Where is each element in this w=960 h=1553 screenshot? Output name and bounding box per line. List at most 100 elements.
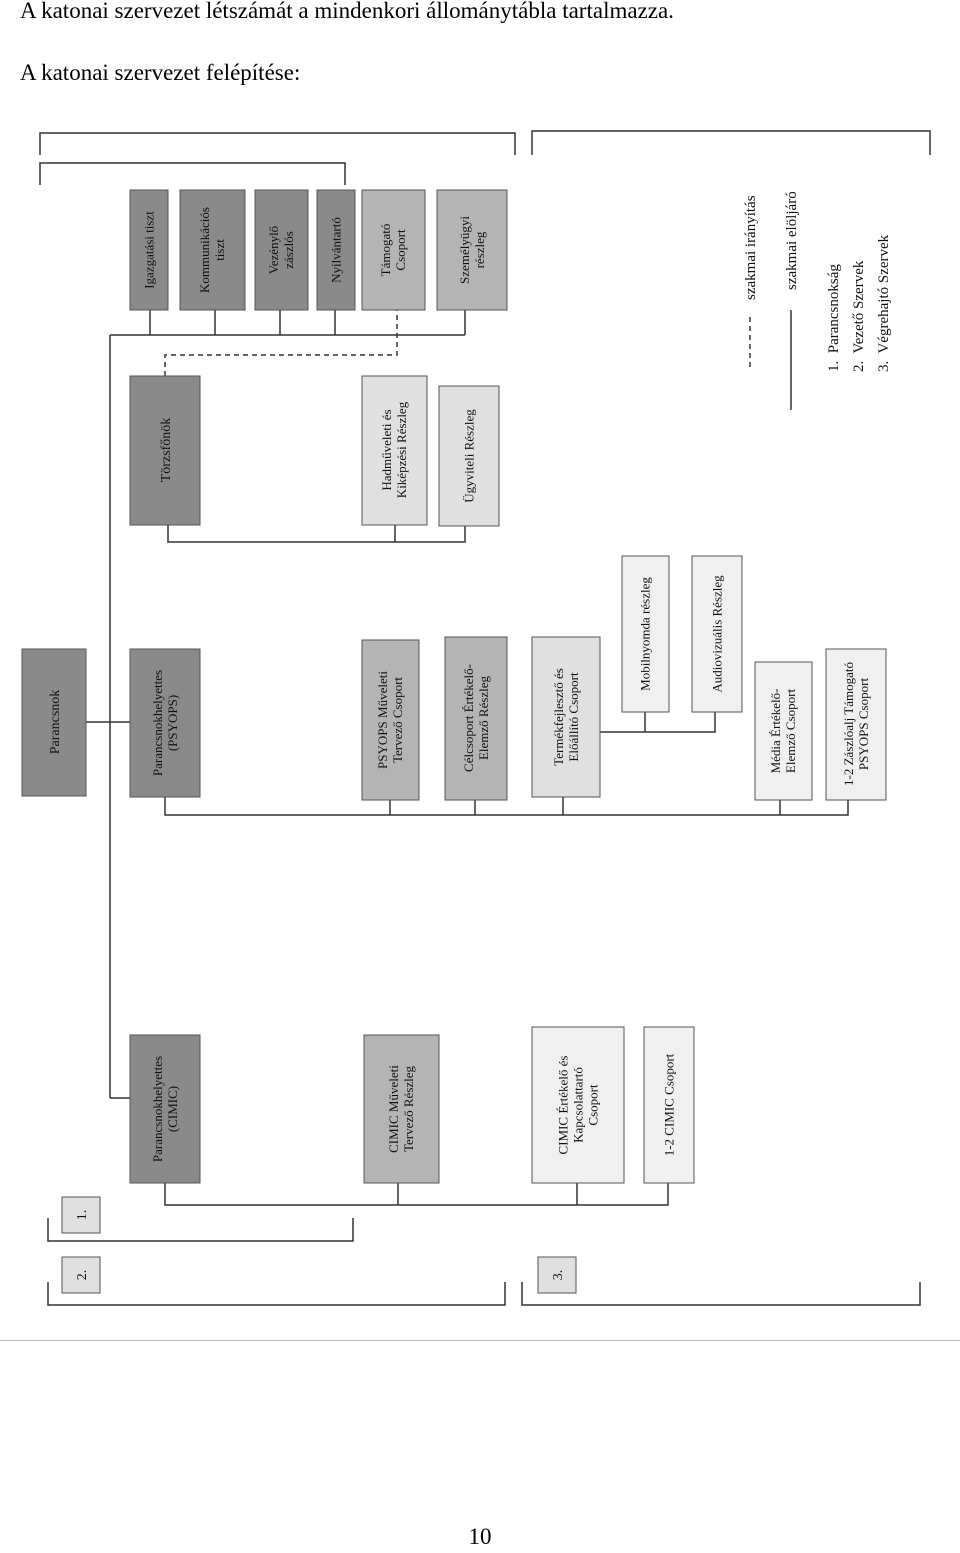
box-label-line: 1-2 CIMIC Csoport (662, 1053, 677, 1156)
legend-level-2: 2. Vezető Szervek (851, 260, 867, 372)
box-torzsfonok: Törzsfőnök (129, 375, 201, 526)
box-cimic-csoport: 1-2 CIMIC Csoport (643, 1026, 695, 1184)
box-label-line: Csoport (586, 1084, 601, 1126)
box-tamogato-csoport: TámogatóCsoport (361, 189, 426, 311)
box-parancsnokhelyettes-cimic: Parancsnokhelyettes(CIMIC) (129, 1034, 201, 1184)
tag-level-2: 2. (61, 1256, 101, 1294)
box-label: Média Értékelő-Elemző Csoport (768, 689, 798, 774)
box-parancsnokhelyettes-psyops: Parancsnokhelyettes(PSYOPS) (129, 648, 201, 798)
box-audiovizualis-reszleg: Audiovizuális Részleg (691, 555, 743, 713)
tag-level-3: 3. (537, 1256, 577, 1294)
box-label-line: Igazgatási tiszt (142, 211, 157, 289)
box-label: Vezénylőzászlós (266, 226, 296, 274)
box-label-line: Csoport (393, 229, 408, 271)
box-label: Személyügyirészleg (457, 216, 487, 284)
box-label: 1-2 CIMIC Csoport (662, 1053, 677, 1156)
footer-rule (0, 1340, 960, 1341)
box-label-line: tiszt (212, 239, 227, 261)
org-chart: Parancsnok Igazgatási tiszt Kommunikáció… (21, 130, 931, 1306)
box-label-line: 1-2 Zászlóalj Támogató (841, 662, 856, 786)
box-mobilnyomda-reszleg: Mobilnyomda részleg (621, 555, 670, 713)
box-label: 1-2 Zászlóalj TámogatóPSYOPS Csoport (841, 662, 871, 786)
box-label: Törzsfőnök (159, 418, 174, 483)
legend-solid-label: szakmai elöljáró (784, 191, 800, 290)
box-cimic-muveleti: CIMIC MűveletiTervező Részleg (363, 1034, 440, 1184)
box-label: Mobilnyomda részleg (638, 577, 653, 691)
box-label: Hadműveleti ésKiképzési Részleg (379, 401, 409, 498)
box-label-line: CIMIC Műveleti (386, 1065, 401, 1153)
box-label-line: Elemző Csoport (783, 689, 798, 774)
legend-dashed-label: szakmai irányítás (743, 195, 759, 300)
legend-level-1: 1. Parancsnokság (826, 264, 842, 372)
box-label: TámogatóCsoport (378, 224, 408, 277)
box-label-line: Nyilvántartó (329, 217, 344, 283)
box-label: Ügyviteli Részleg (462, 409, 477, 503)
box-media-csoport: Média Értékelő-Elemző Csoport (754, 661, 813, 801)
box-parancsnok: Parancsnok (21, 648, 87, 797)
box-termekfejleszto-csoport: Termékfejlesztő ésElőállító Csoport (531, 636, 601, 798)
tag-level-1: 1. (61, 1196, 101, 1234)
group-brackets (39, 130, 931, 1306)
box-label-line: Kiképzési Részleg (394, 401, 409, 498)
box-label-line: Tervező Részleg (401, 1065, 416, 1152)
box-label-line: Parancsnok (48, 690, 63, 755)
box-label-line: Hadműveleti és (379, 409, 394, 490)
box-cimic-ertekelo-csoport: CIMIC Értékelő ésKapcsolattartóCsoport (531, 1026, 625, 1184)
box-label-line: Vezénylő (266, 226, 281, 274)
legend-level-3: 3. Végrehajtó Szervek (876, 234, 892, 372)
connectors (86, 310, 849, 1206)
box-label-line: CIMIC Értékelő és (556, 1056, 571, 1155)
box-label-line: Ügyviteli Részleg (462, 409, 477, 503)
box-label-line: Audiovizuális Részleg (710, 575, 725, 693)
box-label: 2. (75, 1270, 90, 1281)
structure-heading: A katonai szervezet felépítése: (20, 60, 301, 85)
dashed-connector (164, 310, 398, 376)
box-szemelyugyi-reszleg: Személyügyirészleg (436, 189, 508, 311)
box-label-line: Parancsnokhelyettes (150, 670, 165, 776)
box-label-line: Mobilnyomda részleg (638, 577, 653, 691)
box-label-line: (CIMIC) (165, 1086, 180, 1132)
box-celcsoport-reszleg: Célcsoport Értékelő-Elemző Részleg (444, 636, 508, 801)
box-label: Termékfejlesztő ésElőállító Csoport (551, 668, 581, 766)
box-label-line: zászlós (281, 231, 296, 269)
box-label-line: 3. (551, 1270, 566, 1281)
box-label-line: Tervező Csoport (390, 677, 405, 763)
box-label-line: Személyügyi (457, 216, 472, 284)
box-hadmuveleti-reszleg: Hadműveleti ésKiképzési Részleg (361, 375, 428, 526)
box-label-line: Támogató (378, 224, 393, 277)
box-label: Célcsoport Értékelő-Elemző Részleg (461, 664, 491, 772)
box-label-line: Parancsnokhelyettes (150, 1056, 165, 1162)
box-label-line: Előállító Csoport (566, 672, 581, 762)
box-label: Kommunikációstiszt (197, 207, 227, 293)
box-label: Parancsnokhelyettes(CIMIC) (150, 1056, 180, 1162)
box-label: Igazgatási tiszt (142, 211, 157, 289)
box-label: Nyilvántartó (329, 217, 344, 283)
box-igazgatasi-tiszt: Igazgatási tiszt (129, 189, 169, 311)
page-number: 10 (468, 1524, 492, 1549)
box-label: CIMIC MűveletiTervező Részleg (386, 1065, 416, 1153)
box-label-line: Termékfejlesztő és (551, 668, 566, 766)
box-nyilvantarto: Nyilvántartó (316, 189, 356, 311)
box-label-line: 1. (75, 1210, 90, 1221)
box-kommunikacios-tiszt: Kommunikációstiszt (179, 189, 246, 311)
box-ugyviteli-reszleg: Ügyviteli Részleg (438, 385, 500, 527)
box-label-line: Média Értékelő- (768, 689, 783, 774)
box-label-line: Célcsoport Értékelő- (461, 664, 476, 772)
intro-sentence: A katonai szervezet létszámát a mindenko… (20, 0, 674, 23)
box-vezenylo-zaszlos: Vezénylőzászlós (254, 189, 309, 311)
box-label: Parancsnok (48, 690, 63, 755)
box-label: Parancsnokhelyettes(PSYOPS) (150, 670, 180, 776)
box-label-line: részleg (472, 231, 487, 268)
box-label: PSYOPS MűveletiTervező Csoport (375, 671, 405, 769)
box-label: Audiovizuális Részleg (710, 575, 725, 693)
legend: szakmai irányítás szakmai elöljáró 1. Pa… (743, 191, 892, 410)
box-label-line: Elemző Részleg (476, 675, 491, 760)
box-label-line: Kapcsolattartó (571, 1067, 586, 1143)
box-zaszloalj-psyops-csoport: 1-2 Zászlóalj TámogatóPSYOPS Csoport (825, 648, 887, 801)
box-label: CIMIC Értékelő ésKapcsolattartóCsoport (556, 1056, 601, 1155)
box-label: 3. (551, 1270, 566, 1281)
box-label-line: PSYOPS Műveleti (375, 671, 390, 769)
box-label-line: Kommunikációs (197, 207, 212, 293)
box-label: 1. (75, 1210, 90, 1221)
box-label-line: Törzsfőnök (159, 418, 174, 483)
